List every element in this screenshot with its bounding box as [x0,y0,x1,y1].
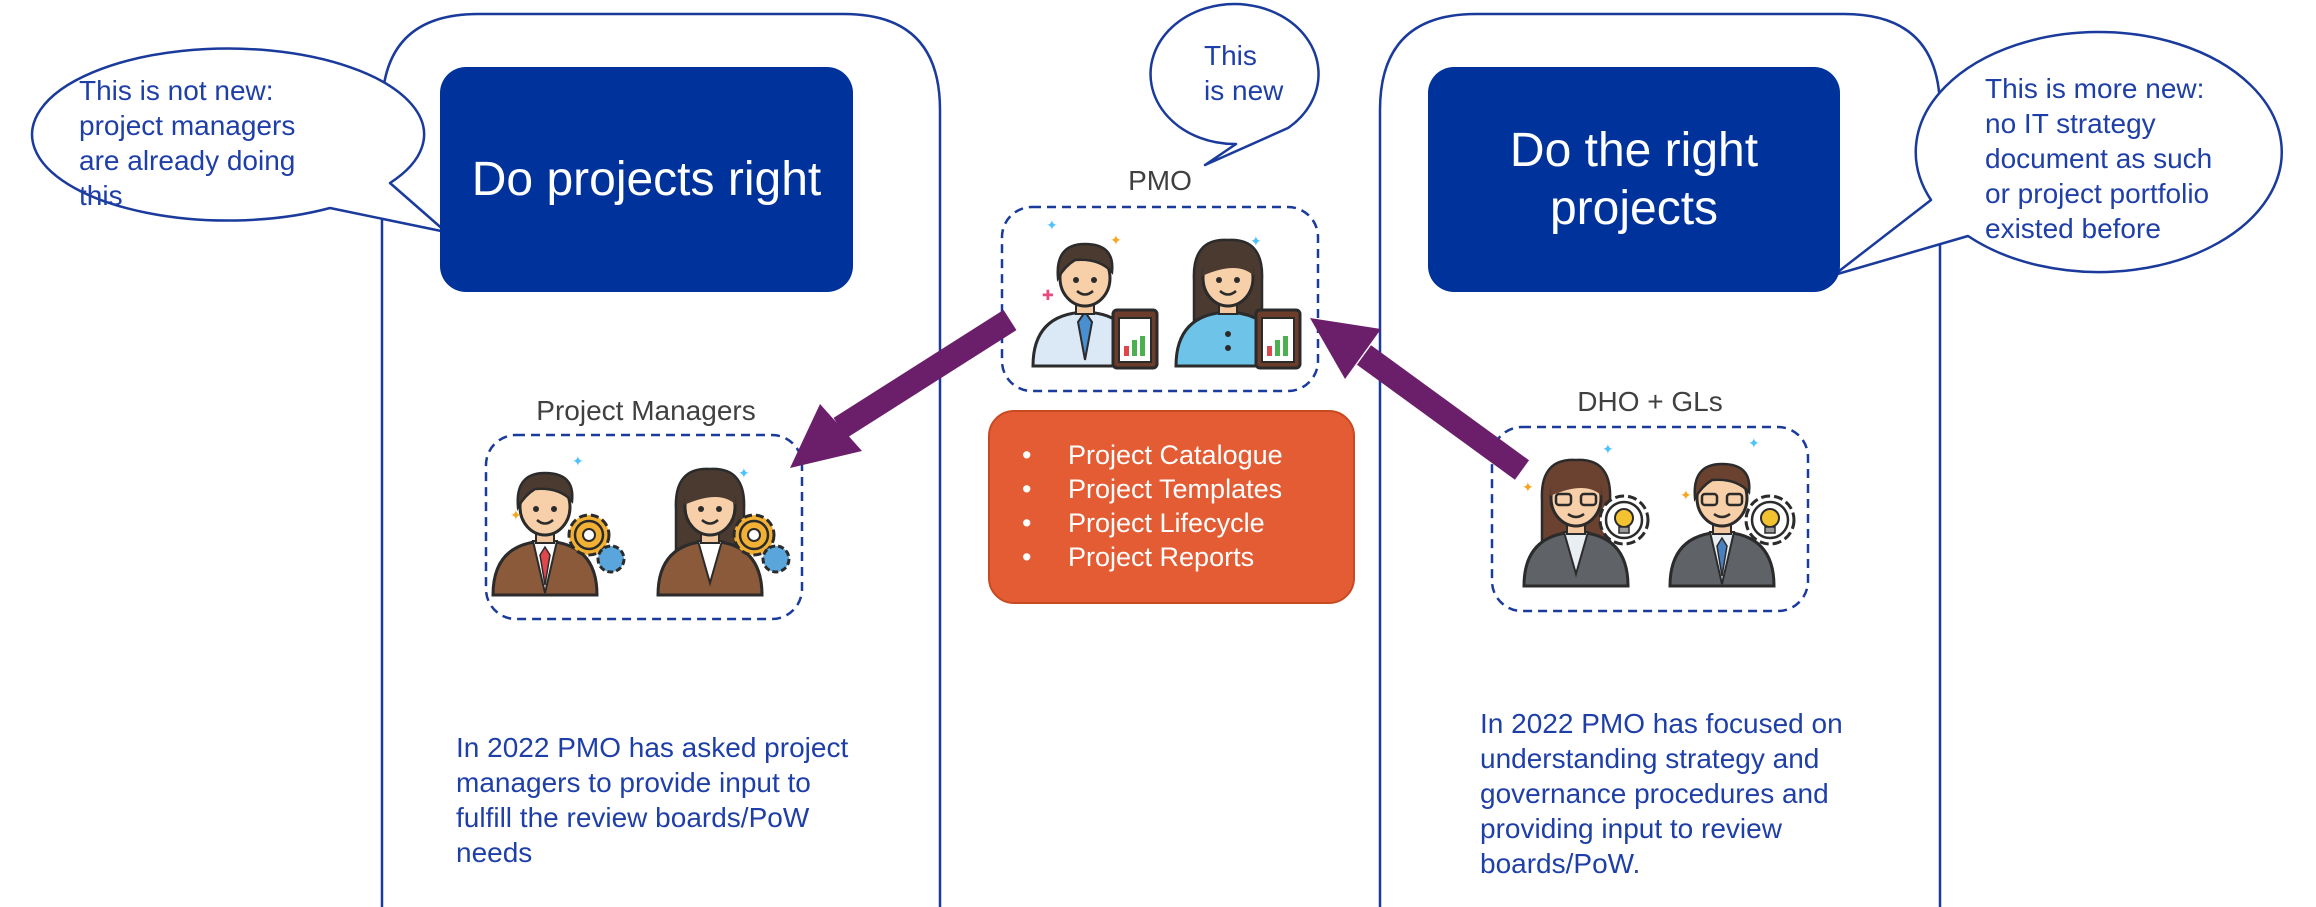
pmo-group-frame [1000,205,1320,393]
right-panel-heading: Do the right projects [1428,67,1840,292]
male-analyst-icon [1031,242,1159,370]
svg-text:✦: ✦ [738,466,750,482]
right-callout-bubble [1832,30,2283,277]
bullet: • [1022,474,1032,504]
svg-text:✦: ✦ [1522,480,1534,496]
right-callout-text: This is more new: no IT strategy documen… [1985,73,2213,244]
male-manager-gears-icon [493,473,624,595]
bullet: • [1022,542,1032,572]
center-callout-text: This is new [1204,40,1284,106]
svg-text:✦: ✦ [1046,218,1058,234]
right-panel-note: In 2022 PMO has focused on understanding… [1480,708,1843,879]
deliverable-label: Project Reports [1068,542,1255,572]
svg-text:✦: ✦ [1602,442,1614,458]
left-panel-note: In 2022 PMO has asked project managers t… [456,732,849,868]
center-callout-bubble [1149,2,1320,167]
list-item: • Project Reports [1022,540,1283,574]
list-item: • Project Templates [1022,472,1283,506]
left-panel-frame [380,12,942,907]
bullet: • [1022,508,1032,538]
svg-text:✦: ✦ [1110,233,1122,249]
deliverable-label: Project Lifecycle [1068,508,1265,538]
svg-text:✚: ✚ [1042,288,1054,304]
left-callout-bubble [30,47,448,234]
right-panel-heading-text: Do the right projects [1509,123,1759,235]
male-strategist-idea-icon [1670,464,1794,586]
deliverable-label: Project Catalogue [1068,440,1283,470]
arrow-dho-gls-to-pmo [1310,318,1530,480]
svg-text:✦: ✦ [510,508,522,524]
right-panel-frame [1378,12,1942,907]
left-panel-heading-text: Do projects right [471,152,822,206]
svg-text:✦: ✦ [1250,234,1262,250]
pmo-group-label: PMO [1128,165,1192,196]
svg-text:✦: ✦ [572,454,584,470]
female-strategist-idea-icon [1524,460,1648,586]
svg-text:✦: ✦ [1680,488,1692,504]
arrow-pmo-to-project-managers [790,309,1017,468]
female-manager-gears-icon [658,469,789,595]
pmo-deliverables-box: • Project Catalogue • Project Templates … [988,410,1355,604]
svg-text:✦: ✦ [1748,436,1760,452]
pmo-deliverables-list: • Project Catalogue • Project Templates … [1022,438,1283,574]
left-callout-text: This is not new: project managers are al… [79,75,296,211]
list-item: • Project Lifecycle [1022,506,1283,540]
project-managers-group-frame [484,433,804,621]
dho-gls-group-frame [1490,425,1810,613]
bullet: • [1022,440,1032,470]
list-item: • Project Catalogue [1022,438,1283,472]
deliverable-label: Project Templates [1068,474,1283,504]
project-managers-group-label: Project Managers [536,395,756,426]
dho-gls-group-label: DHO + GLs [1577,386,1723,417]
left-panel-heading: Do projects right [440,67,853,292]
female-analyst-icon [1174,238,1302,370]
sparkle-decorations: ✦ ✦ ✦ ✚ ✦ ✦ ✦ ✦ ✦ ✦ ✦ [510,218,1760,524]
